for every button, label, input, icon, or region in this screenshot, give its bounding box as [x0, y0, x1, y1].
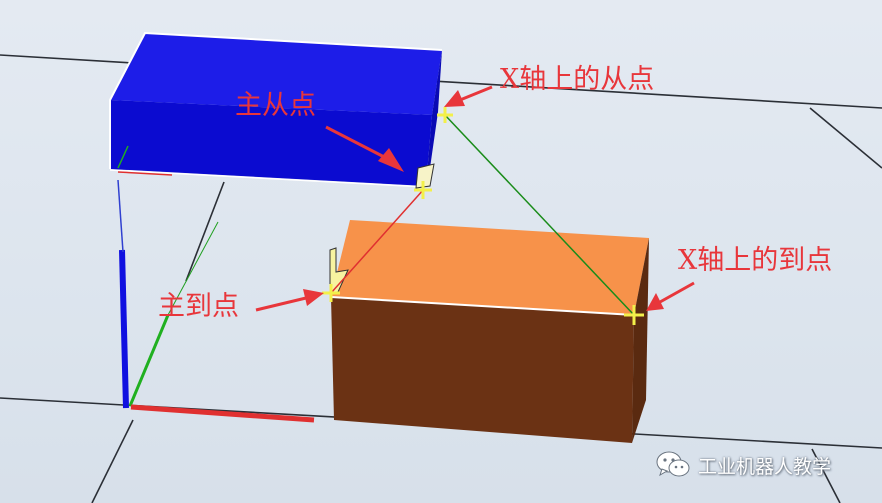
source-box-side: [426, 50, 442, 186]
arrow-master-to: [255, 289, 324, 312]
source-box-front: [110, 100, 432, 186]
arrow-x-from: [444, 85, 493, 107]
annotation-x-axis-to-point: X轴上的到点: [678, 245, 833, 276]
arrow-master-from: [325, 125, 404, 172]
marker-x-from: [437, 107, 453, 123]
source-box-highlight-bottom: [109, 169, 427, 188]
watermark: 工业机器人教学: [654, 450, 831, 480]
marker-x-to: [624, 305, 644, 325]
annotation-master-from-point: 主从点: [235, 90, 316, 121]
target-box-highlight: [330, 296, 635, 316]
target-box-side: [632, 238, 649, 443]
target-box-top: [331, 220, 649, 315]
world-axes: [117, 179, 315, 423]
marker-master-from: [414, 181, 432, 199]
annotation-x-axis-from-point: X轴上的从点: [500, 64, 655, 95]
master-connection-line: [330, 188, 425, 294]
source-box-highlight: [109, 31, 443, 169]
arrow-x-to: [646, 281, 695, 311]
axis-z-thin: [117, 179, 124, 253]
source-frame-marker: [415, 163, 435, 189]
source-local-y: [117, 145, 129, 169]
axis-x: [130, 404, 315, 423]
source-box[interactable]: [109, 31, 443, 189]
target-box-front: [331, 297, 634, 443]
grid-line-right-back: [809, 107, 882, 169]
wechat-icon: [656, 451, 690, 477]
source-box-top: [110, 33, 442, 115]
annotation-master-to-point: 主到点: [158, 291, 239, 322]
marker-master-to: [322, 284, 340, 302]
axis-y: [128, 314, 170, 407]
axis-z: [119, 249, 129, 409]
grid-line-left-lower: [91, 419, 134, 503]
target-box[interactable]: [329, 220, 649, 443]
source-local-x: [117, 171, 173, 176]
grid-line-right-front: [811, 448, 841, 503]
grid-line-left: [185, 181, 225, 282]
x-axis-connection-line: [443, 113, 635, 316]
annotation-arrows: [255, 85, 695, 312]
axis-y-thin: [167, 221, 219, 316]
watermark-text: 工业机器人教学: [698, 455, 832, 478]
point-markers: [322, 107, 644, 325]
